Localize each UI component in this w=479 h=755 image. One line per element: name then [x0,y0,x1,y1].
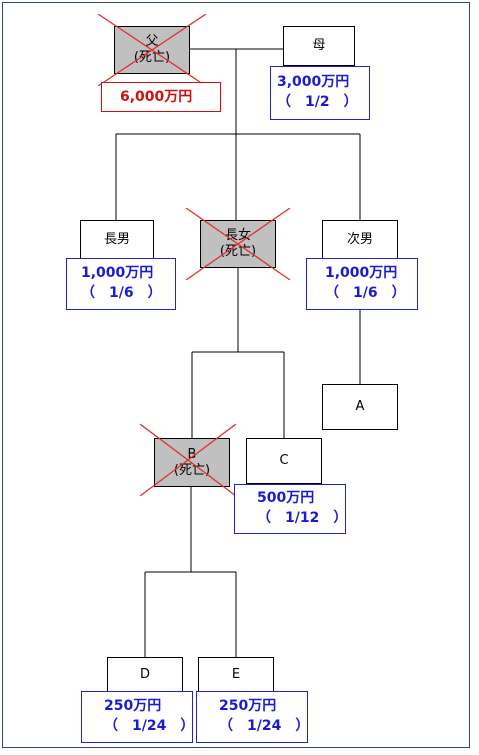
eldest-son-share-fraction: （ 1/6 ） [81,285,162,301]
b-box: B (死亡) [154,438,230,487]
c-box: C [246,438,322,484]
second-son-box: 次男 [322,220,398,260]
father-estate-box: 6,000万円 [101,82,221,112]
eldest-daughter-box: 長女 (死亡) [200,220,276,268]
c-share-box: 500万円 （ 1/12 ） [234,484,348,534]
second-son-share-box: 1,000万円 （ 1/6 ） [306,258,418,310]
b-status: (死亡) [173,462,211,478]
eldest-daughter-name: 長女 [224,228,251,243]
father-status: (死亡) [133,50,171,65]
second-son-share-fraction: （ 1/6 ） [325,285,406,301]
e-box: E [198,657,274,693]
e-share-box: 250万円 （ 1/24 ） [196,691,310,743]
a-name: A [355,399,365,414]
e-name: E [231,667,241,682]
mother-share-box: 3,000万円 （ 1/2 ） [270,66,370,120]
d-box: D [107,657,183,693]
e-share-fraction: （ 1/24 ） [219,718,310,734]
mother-name: 母 [312,38,326,53]
mother-share-fraction: （ 1/2 ） [277,94,358,110]
d-share-box: 250万円 （ 1/24 ） [81,691,195,743]
c-name: C [279,453,289,468]
c-share-fraction: （ 1/12 ） [257,510,348,526]
father-box: 父 (死亡) [114,26,190,74]
second-son-name: 次男 [346,232,373,247]
eldest-son-box: 長男 [80,220,154,260]
mother-box: 母 [283,26,355,66]
eldest-son-share-box: 1,000万円 （ 1/6 ） [66,258,176,310]
e-share-amount: 250万円 [219,698,277,714]
mother-share-amount: 3,000万円 [277,74,350,90]
d-name: D [139,667,150,682]
eldest-son-name: 長男 [103,232,130,247]
c-share-amount: 500万円 [257,490,315,506]
b-name: B [187,446,197,462]
father-name: 父 [145,34,159,49]
a-box: A [322,384,398,430]
diagram-frame [2,2,470,748]
eldest-daughter-status: (死亡) [219,244,257,259]
d-share-amount: 250万円 [104,698,162,714]
second-son-share-amount: 1,000万円 [325,265,398,281]
eldest-son-share-amount: 1,000万円 [81,265,154,281]
d-share-fraction: （ 1/24 ） [104,718,195,734]
father-estate-amount: 6,000万円 [120,89,193,105]
